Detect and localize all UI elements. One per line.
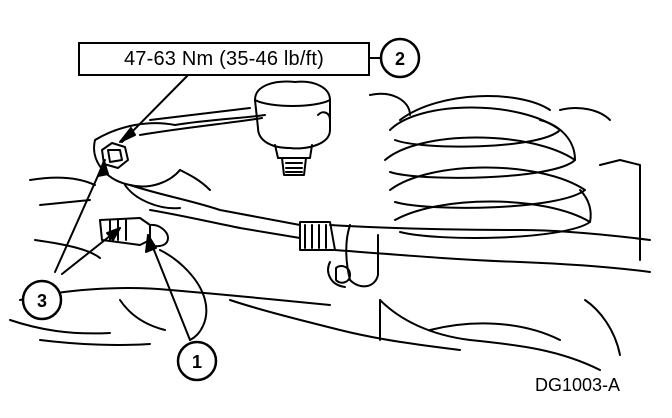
ball-joint [254,80,331,176]
tie-rod [129,169,336,251]
upper-control-arm [93,107,266,210]
callout-1: 1 [176,340,218,382]
callout-2: 2 [379,37,421,79]
figure-code: DG1003-A [535,375,621,395]
leader-lines [54,57,381,341]
callout-number-3: 3 [37,291,47,311]
callout-number-1: 1 [192,352,202,372]
callout-number-2: 2 [395,49,405,69]
callout-3: 3 [21,279,63,321]
coil-spring [369,92,641,261]
torque-spec-label: 47-63 Nm (35-46 lb/ft) [123,47,325,70]
frame [9,176,621,371]
torque-spec-box: 47-63 Nm (35-46 lb/ft) [78,42,370,76]
stabilizer-bar [327,224,651,288]
